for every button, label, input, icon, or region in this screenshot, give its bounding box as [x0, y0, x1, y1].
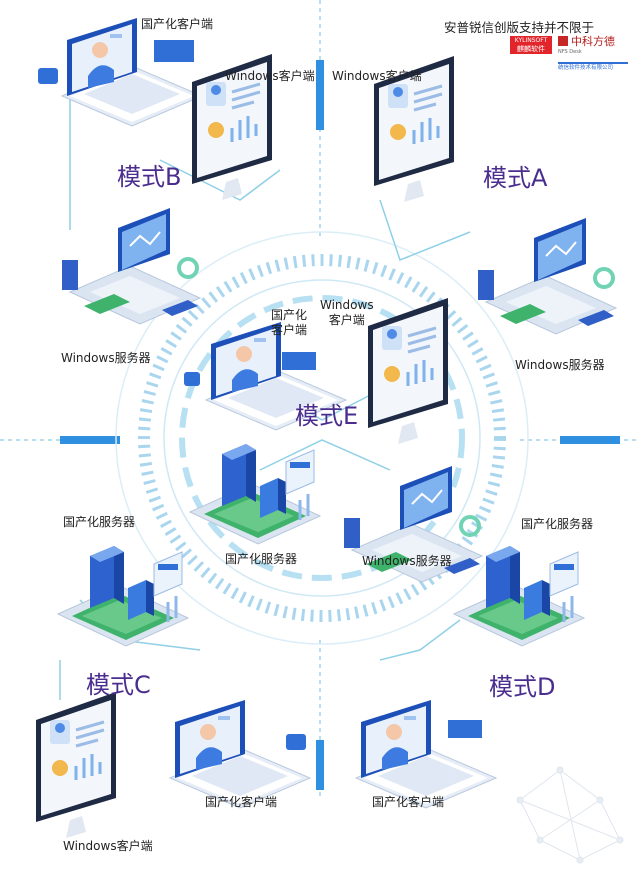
kylinsoft-logo-top: KYLINSOFT [514, 37, 548, 44]
mode-e-windows-server-label: Windows服务器 [362, 554, 452, 568]
mode-c-windows-client-label: Windows客户端 [63, 839, 153, 853]
uos-logo: 统信软件技术有限公司 [558, 62, 628, 74]
zhongke-logo-text: 中科方德 [571, 35, 615, 48]
kylinsoft-logo-bottom: 麒麟软件 [517, 45, 545, 53]
mode-b-windows-server-label: Windows服务器 [61, 351, 151, 365]
mode-d-domestic-server-label: 国产化服务器 [521, 517, 594, 531]
mode-b-domestic-client-label: 国产化客户端 [141, 17, 214, 31]
zhongke-logo: 中科方德 NFS Desk [558, 35, 628, 57]
mode-a-windows-server-label: Windows服务器 [515, 358, 605, 372]
mode-c-domestic-client-label: 国产化客户端 [205, 795, 278, 809]
mode-c-label: 模式C [86, 671, 151, 699]
uos-logo-text: 统信软件技术有限公司 [558, 65, 614, 71]
kylinsoft-logo: KYLINSOFT 麒麟软件 [510, 36, 552, 54]
mode-c-domestic-server-label: 国产化服务器 [63, 515, 136, 529]
zhongke-logo-sub: NFS Desk [558, 49, 582, 55]
mode-e-domestic-client-line2: 客户端 [271, 323, 308, 337]
mode-e-domestic-client-line1: 国产化 [271, 308, 308, 322]
mode-d-label: 模式D [489, 673, 556, 701]
mode-e-windows-client-line2: 客户端 [328, 313, 365, 327]
mode-e-domestic-server-label: 国产化服务器 [225, 552, 298, 566]
mode-d-domestic-client-label: 国产化客户端 [372, 795, 445, 809]
mode-e-windows-client-label: Windows 客户端 [320, 298, 374, 328]
mode-e-label: 模式E [295, 402, 359, 430]
mode-e-windows-client-line1: Windows [320, 298, 374, 312]
mode-a-label: 模式A [483, 164, 548, 192]
zhongke-logo-mark [558, 36, 568, 46]
mode-b-windows-client-label: Windows客户端 [225, 69, 315, 83]
mode-b-label: 模式B [117, 163, 182, 191]
support-text: 安普锐信创版支持并不限于 [444, 20, 595, 35]
mode-a-windows-client-label: Windows客户端 [332, 69, 422, 83]
mode-e-domestic-client-label: 国产化 客户端 [271, 308, 307, 338]
